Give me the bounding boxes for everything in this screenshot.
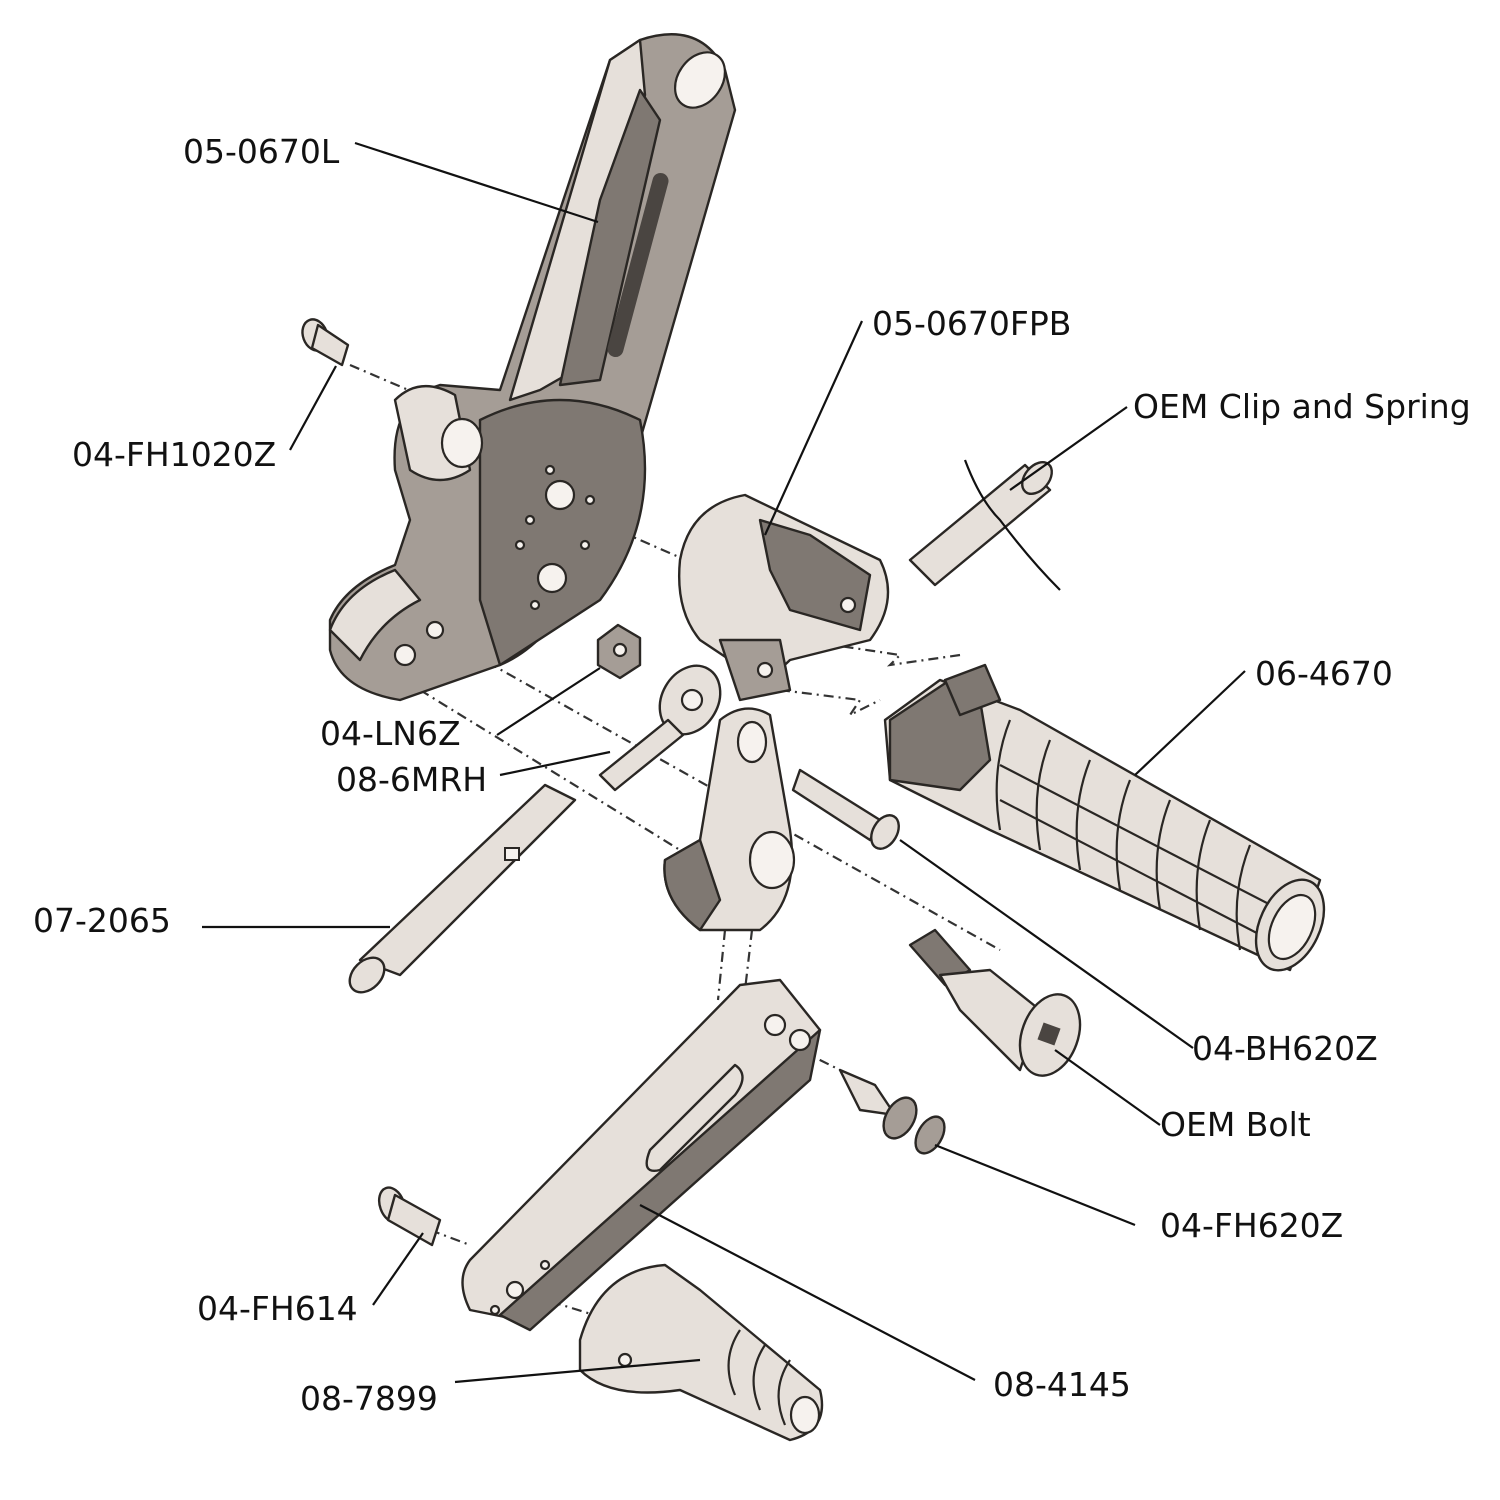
label-07-2065: 07-2065 <box>33 901 171 940</box>
leader-06-4670 <box>1134 670 1246 776</box>
leader-lines <box>202 141 1246 1384</box>
label-04-LN6Z: 04-LN6Z <box>320 714 461 753</box>
leader-oem-clip <box>1009 406 1128 491</box>
label-04-BH620Z: 04-BH620Z <box>1192 1029 1378 1068</box>
part-04-FH1020Z-screw <box>301 318 350 367</box>
leader-oem-bolt <box>1054 1049 1161 1126</box>
part-08-4145-shift-lever <box>461 978 822 1332</box>
label-oem-clip-and-spring: OEM Clip and Spring <box>1133 387 1471 426</box>
label-oem-bolt: OEM Bolt <box>1160 1105 1311 1144</box>
axis-peg-mount <box>799 638 961 667</box>
part-04-LN6Z-nut <box>596 623 642 680</box>
label-08-7899: 08-7899 <box>300 1379 438 1418</box>
part-oem-clip-and-spring <box>908 459 1061 591</box>
axis-vertical-2 <box>743 929 754 991</box>
grip-knurl <box>995 719 1291 951</box>
leader-04-BH620Z <box>899 839 1194 1049</box>
axis-shaft <box>419 689 681 851</box>
axis-lower <box>429 629 1001 951</box>
part-04-BH620Z-pin <box>791 768 900 850</box>
leader-04-FH614 <box>372 1232 424 1306</box>
part-07-2065-shaft <box>348 783 577 994</box>
part-labels: 05-0670L 04-FH1020Z 05-0670FPB OEM Clip … <box>33 132 1471 1418</box>
part-04-FH614-screw <box>377 1186 442 1247</box>
label-04-FH614: 04-FH614 <box>197 1289 358 1328</box>
leader-08-7899 <box>454 1358 701 1384</box>
leader-05-0670FPB <box>763 320 864 536</box>
label-04-FH1020Z: 04-FH1020Z <box>72 435 276 474</box>
label-08-6MRH: 08-6MRH <box>336 760 487 799</box>
axis-peg-mount-2 <box>779 688 881 718</box>
leader-08-4145 <box>639 1204 976 1381</box>
leader-08-6MRH <box>499 750 611 777</box>
axis-vertical-1 <box>716 929 727 1001</box>
leader-05-0670L <box>354 141 599 224</box>
part-04-FH620Z-screw <box>838 1068 946 1155</box>
label-04-FH620Z: 04-FH620Z <box>1160 1206 1343 1245</box>
label-08-4145: 08-4145 <box>993 1365 1131 1404</box>
part-pivot-arm <box>663 707 796 932</box>
part-08-7899-toe-peg <box>578 1263 824 1442</box>
label-05-0670FPB: 05-0670FPB <box>872 304 1071 343</box>
axis-upper-bolt <box>349 363 421 397</box>
part-06-4670-footpeg <box>883 663 1326 972</box>
label-05-0670L: 05-0670L <box>183 132 340 171</box>
part-05-0670L-bracket <box>328 33 737 702</box>
leader-04-LN6Z <box>496 667 601 736</box>
label-06-4670: 06-4670 <box>1255 654 1393 693</box>
part-oem-bolt <box>908 928 1082 1077</box>
part-05-0670FPB-peg-bracket <box>678 493 890 702</box>
leader-04-FH620Z <box>934 1143 1136 1227</box>
leader-04-FH1020Z <box>289 365 337 451</box>
part-08-6MRH-rod-end <box>598 664 722 792</box>
